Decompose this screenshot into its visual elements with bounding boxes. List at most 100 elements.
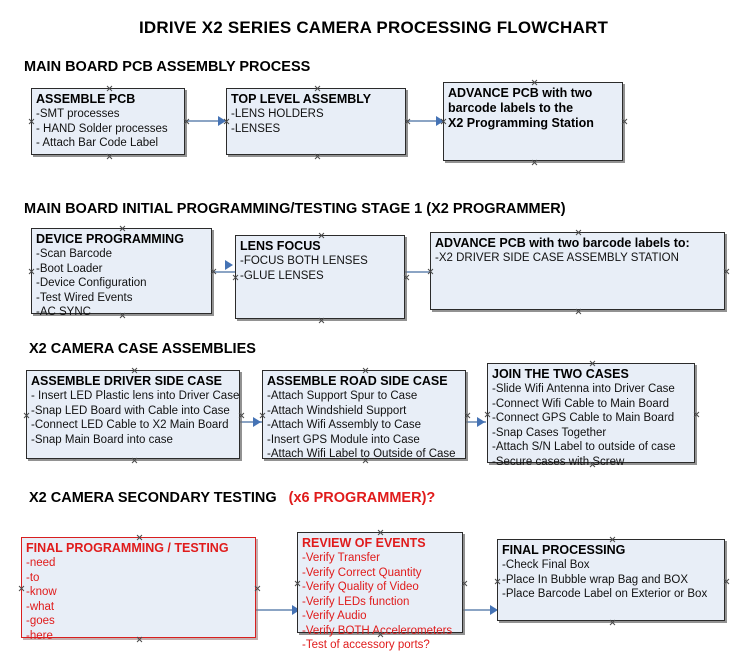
resize-handle-left[interactable] [294, 580, 301, 587]
node-line: -Attach S/N Label to outside of case [492, 441, 676, 453]
resize-handle-bottom[interactable] [575, 308, 582, 315]
section-heading-3-text: X2 CAMERA CASE ASSEMBLIES [29, 341, 256, 357]
resize-handle-top[interactable] [362, 367, 369, 374]
resize-handle-left[interactable] [23, 412, 30, 419]
node-final-processing[interactable]: FINAL PROCESSING -Check Final Box -Place… [497, 539, 725, 621]
resize-handle-bottom[interactable] [318, 317, 325, 324]
node-line: -Secure cases with Screw [492, 455, 625, 468]
node-line: -Scan Barcode [36, 248, 113, 260]
resize-handle-right[interactable] [403, 274, 410, 281]
node-title: ASSEMBLE DRIVER SIDE CASE [31, 374, 223, 388]
node-top-level-assembly[interactable]: TOP LEVEL ASSEMBLY -LENS HOLDERS -LENSES [226, 88, 406, 155]
connector-3-1-arrowhead [253, 417, 261, 427]
node-line: -Attach Windshield Support [267, 404, 407, 417]
node-line: -Insert GPS Module into Case [267, 433, 420, 446]
node-title: ASSEMBLE ROAD SIDE CASE [267, 374, 448, 388]
resize-handle-top[interactable] [106, 85, 113, 92]
connector-2-1-arrowhead [225, 260, 233, 270]
resize-handle-left[interactable] [18, 585, 25, 592]
node-advance-pcb-driver-side[interactable]: ADVANCE PCB with two barcode labels to: … [430, 232, 725, 310]
connector-2-1 [212, 271, 238, 273]
node-line: -Verify Correct Quantity [302, 566, 422, 579]
node-title: JOIN THE TWO CASES [492, 367, 629, 381]
connector-3-2-arrowhead [477, 417, 485, 427]
node-line: -SMT processes [36, 108, 120, 120]
section-heading-4: X2 CAMERA SECONDARY TESTING (x6 PROGRAMM… [29, 490, 435, 506]
node-line: -Connect LED Cable to X2 Main Board [31, 419, 229, 431]
resize-handle-top[interactable] [531, 79, 538, 86]
resize-handle-right[interactable] [238, 412, 245, 419]
node-final-programming-testing[interactable]: FINAL PROGRAMMING / TESTING -need -to -k… [18, 534, 256, 642]
resize-handle-right[interactable] [464, 412, 471, 419]
connector-4-1 [256, 609, 300, 611]
connector-4-2 [463, 609, 496, 611]
resize-handle-left[interactable] [232, 274, 239, 281]
resize-handle-top[interactable] [589, 360, 596, 367]
node-line: -Test Wired Events [36, 291, 133, 304]
node-title: TOP LEVEL ASSEMBLY [231, 92, 372, 106]
resize-handle-top[interactable] [136, 534, 143, 541]
resize-handle-right[interactable] [461, 580, 468, 587]
connector-3-1 [240, 421, 262, 423]
resize-handle-left[interactable] [28, 118, 35, 125]
resize-handle-right[interactable] [723, 268, 730, 275]
resize-handle-right[interactable] [621, 118, 628, 125]
node-line: - Attach Bar Code Label [36, 137, 159, 149]
node-line: -Slide Wifi Antenna into Driver Case [492, 383, 675, 395]
node-line: -here [26, 629, 53, 642]
resize-handle-top[interactable] [318, 232, 325, 239]
resize-handle-top[interactable] [119, 225, 126, 232]
node-line: -goes [26, 615, 55, 627]
node-line: -Snap Cases Together [492, 426, 607, 439]
connector-4-2-arrowhead [490, 605, 498, 615]
node-line: -FOCUS BOTH LENSES [240, 255, 368, 267]
connector-1-1 [185, 120, 221, 122]
node-line: -LENS HOLDERS [231, 108, 324, 120]
node-line: -Attach Wifi Assembly to Case [267, 419, 422, 431]
node-review-of-events[interactable]: REVIEW OF EVENTS -Verify Transfer -Verif… [294, 529, 463, 651]
node-line: -GLUE LENSES [240, 269, 324, 282]
resize-handle-bottom[interactable] [609, 619, 616, 626]
node-assemble-road-side-case[interactable]: ASSEMBLE ROAD SIDE CASE -Attach Support … [262, 367, 466, 460]
resize-handle-top[interactable] [377, 529, 384, 536]
section-heading-4-note: (x6 PROGRAMMER)? [288, 490, 436, 506]
node-line: - Insert LED Plastic lens into Driver Ca… [31, 390, 240, 402]
node-title: ADVANCE PCB with two [448, 86, 593, 100]
node-title-line-3: X2 Programming Station [448, 116, 594, 130]
node-device-programming[interactable]: DEVICE PROGRAMMING -Scan Barcode -Boot L… [28, 225, 212, 318]
resize-handle-right[interactable] [693, 411, 700, 418]
section-heading-2-text: MAIN BOARD INITIAL PROGRAMMING/TESTING S… [24, 201, 566, 217]
resize-handle-right[interactable] [254, 585, 261, 592]
resize-handle-top[interactable] [131, 367, 138, 374]
node-line-overflow: -Test of accessory ports? [302, 639, 430, 651]
connector-1-1-arrowhead [218, 116, 226, 126]
node-line: -Device Configuration [36, 277, 147, 289]
resize-handle-top[interactable] [314, 85, 321, 92]
resize-handle-bottom[interactable] [531, 159, 538, 166]
node-advance-pcb-station[interactable]: ADVANCE PCB with two barcode labels to t… [443, 82, 623, 161]
section-heading-2: MAIN BOARD INITIAL PROGRAMMING/TESTING S… [24, 201, 566, 217]
resize-handle-right[interactable] [723, 578, 730, 585]
node-title: LENS FOCUS [240, 239, 321, 253]
node-line: -Attach Wifi Label to Outside of Case [267, 448, 456, 460]
node-assemble-driver-side-case[interactable]: ASSEMBLE DRIVER SIDE CASE - Insert LED P… [26, 370, 240, 459]
node-join-the-two-cases[interactable]: JOIN THE TWO CASES -Slide Wifi Antenna i… [484, 360, 695, 468]
resize-handle-bottom[interactable] [131, 457, 138, 464]
page-title: IDRIVE X2 SERIES CAMERA PROCESSING FLOWC… [138, 18, 609, 37]
resize-handle-left[interactable] [28, 268, 35, 275]
node-lens-focus[interactable]: LENS FOCUS -FOCUS BOTH LENSES -GLUE LENS… [235, 235, 405, 319]
node-assemble-pcb[interactable]: ASSEMBLE PCB -SMT processes - HAND Solde… [31, 88, 185, 155]
resize-handle-left[interactable] [484, 411, 491, 418]
connector-4-1-arrowhead [292, 605, 300, 615]
node-title: ADVANCE PCB with two barcode labels to: [435, 236, 690, 250]
section-heading-1: MAIN BOARD PCB ASSEMBLY PROCESS [24, 59, 310, 75]
node-line: -Connect Wifi Cable to Main Board [492, 397, 670, 410]
resize-handle-bottom[interactable] [106, 153, 113, 160]
resize-handle-bottom[interactable] [314, 153, 321, 160]
connector-1-2 [406, 120, 440, 122]
resize-handle-left[interactable] [494, 578, 501, 585]
resize-handle-top[interactable] [575, 229, 582, 236]
node-line: -Check Final Box [502, 559, 590, 571]
resize-handle-top[interactable] [609, 536, 616, 543]
